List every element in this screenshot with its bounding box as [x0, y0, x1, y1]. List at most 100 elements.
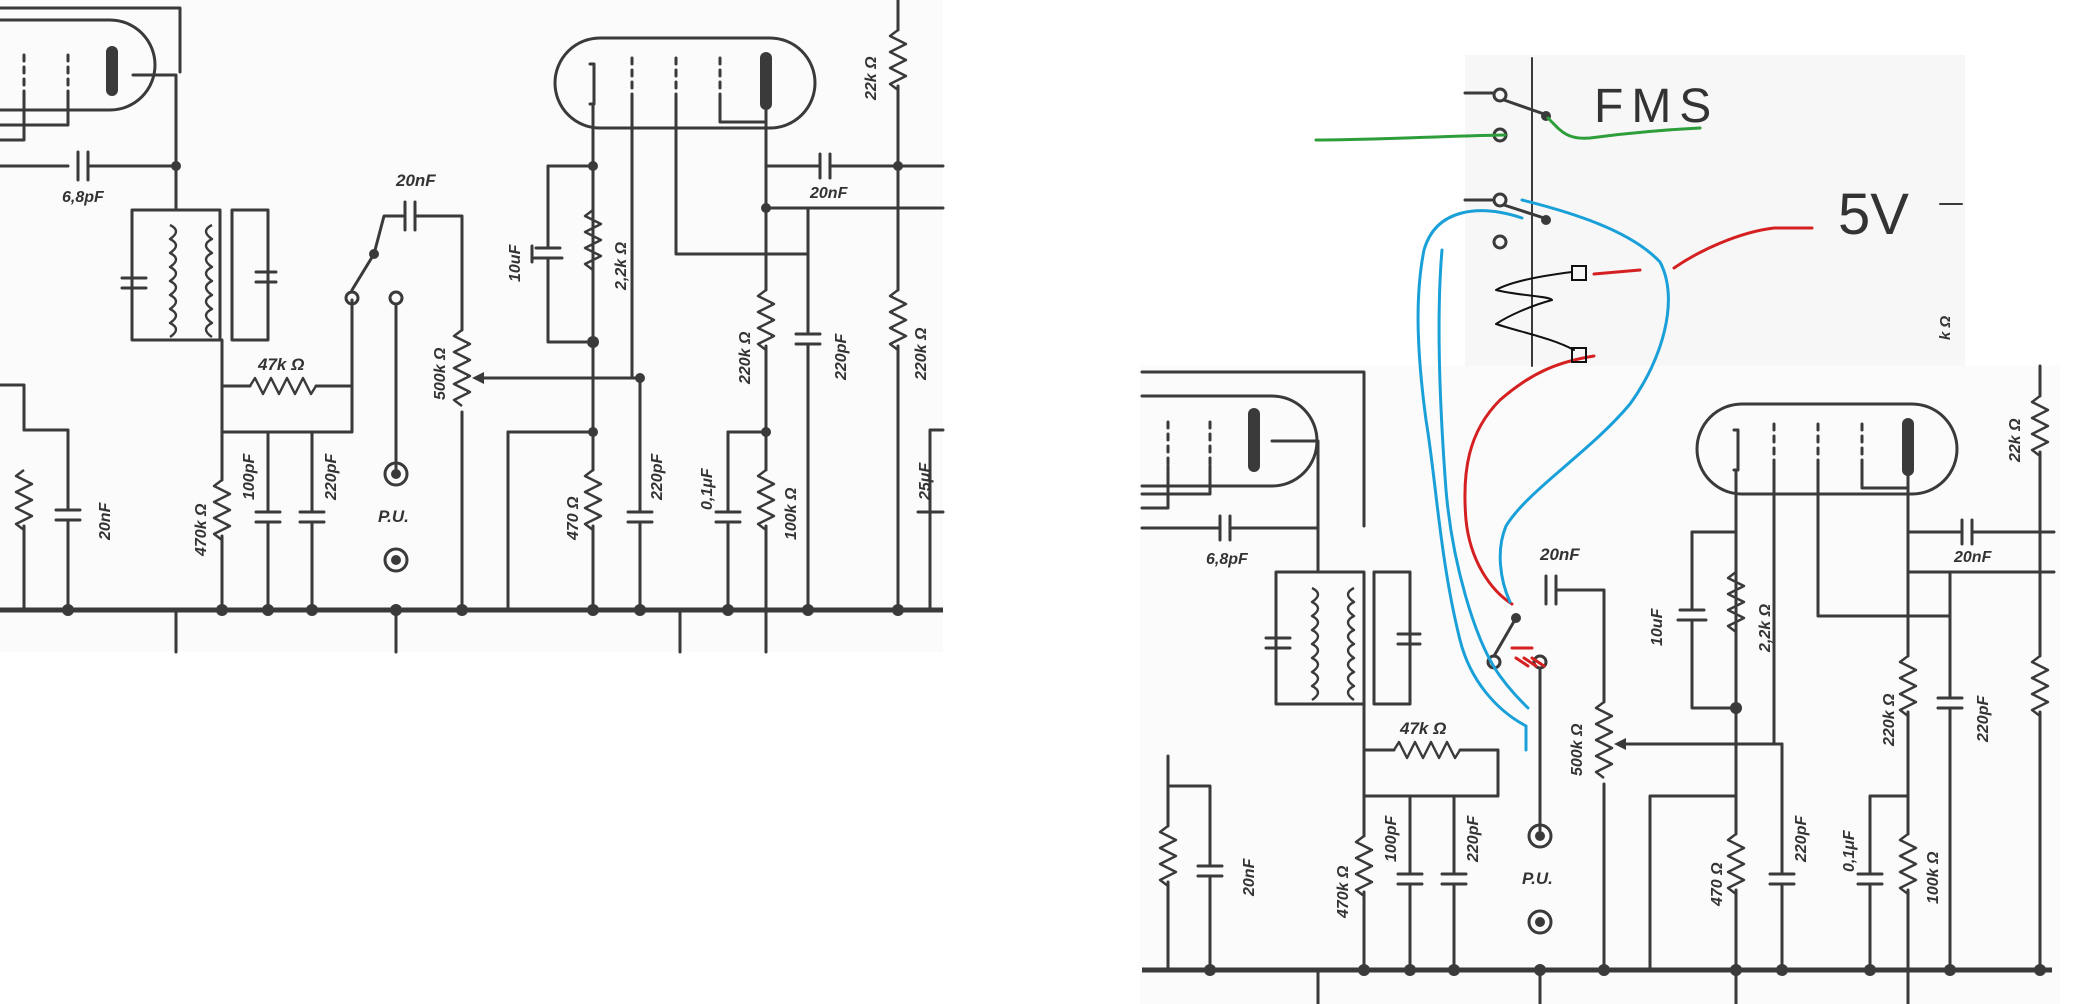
five-volt-annotation: 5V: [1838, 182, 1909, 247]
power-wire-switch-top: [1592, 268, 1642, 276]
r470-body: [583, 469, 603, 531]
m-label-c-220p-b: 220pF: [1465, 815, 1482, 863]
label-r-220k-b: 220k Ω: [913, 327, 930, 381]
label-c-10u: 10uF: [507, 243, 524, 282]
m-grid-feed: [1648, 794, 1738, 972]
modified-schematic: 6,8pF 47k Ω 20nF: [1140, 57, 2056, 1004]
m-pot-wiper-arrow: [1614, 738, 1626, 750]
junction: [588, 161, 598, 171]
c220p-c: [626, 376, 654, 612]
switch-terminal-top: [1571, 265, 1587, 281]
m-label-r-470k: 470k Ω: [1335, 865, 1352, 919]
m-grid2-lead: [1816, 464, 1952, 618]
label-c-220p-b: 220pF: [323, 453, 340, 501]
c10u: [532, 164, 595, 344]
c25u-lead: [928, 428, 945, 612]
r2k2-body: [583, 209, 603, 271]
if-coil-primary: [168, 223, 178, 338]
anode-lead: [131, 73, 178, 212]
m-switch-blade: [1492, 616, 1518, 658]
r47k-body: [248, 376, 318, 396]
junction: [588, 427, 598, 437]
m-r100k-body: [1898, 833, 1918, 895]
m-label-c-6p8: 6,8pF: [1206, 551, 1249, 568]
m-c100p: [1396, 794, 1424, 972]
m-if-cap-b: [1396, 632, 1422, 646]
m-label-r-22k: 22k Ω: [2007, 418, 2024, 463]
if-transformer-box: [130, 208, 222, 342]
pu-jack-bottom-pin: [391, 555, 401, 565]
m-label-c-100p: 100pF: [1383, 815, 1400, 862]
m-left-resistor: [1158, 825, 1178, 887]
tube-right-envelope: [553, 36, 817, 130]
r47k-lead-right: [220, 384, 354, 434]
grid2-lead: [674, 98, 810, 256]
label-c-220p-c: 220pF: [649, 453, 666, 501]
m-switch-pivot: [1511, 613, 1521, 623]
c20n-low: [54, 478, 82, 612]
m-label-c-220p-c: 220pF: [1793, 815, 1810, 863]
c20n-to-pot: [413, 214, 464, 332]
r22k-body: [888, 29, 908, 91]
grid3-lead: [718, 98, 768, 124]
c220p-a: [764, 206, 822, 612]
cathode-bus: [546, 164, 595, 344]
m-c10u: [1676, 530, 1738, 710]
switch-2-blade: [1502, 203, 1546, 220]
label-c-6p8: 6,8pF: [62, 189, 105, 206]
label-c-220p-a: 220pF: [833, 333, 850, 381]
left-rail: [22, 428, 70, 482]
m-label-r-220k: 220k Ω: [1881, 693, 1898, 747]
junction: [171, 161, 181, 171]
m-r220k-body: [1898, 655, 1918, 717]
pot-wiper-arrow: [472, 372, 484, 384]
ground-bus-nodes: [62, 604, 904, 616]
m-label-c-20n-low: 20nF: [1241, 857, 1258, 897]
pu-jack-bottom: [383, 547, 409, 573]
switch-link-wire: [1495, 271, 1575, 351]
c100p: [254, 430, 282, 612]
m-r470-body: [1726, 833, 1746, 895]
m-if-coil-secondary: [1346, 586, 1356, 701]
m-anode-right-lead: [1906, 468, 1962, 534]
hand-annotations: FMS 5V: [1314, 80, 1909, 752]
label-r-100k: 100k Ω: [783, 487, 800, 540]
m-pu-jack-bottom: [1527, 909, 1553, 935]
m-c20n-coupling: [1544, 574, 1606, 704]
power-wire-input: [1672, 226, 1814, 270]
m-tube-left-leads: [1140, 464, 1212, 510]
m-pot-body: [1594, 701, 1614, 779]
power-wire-to-switch: [1463, 354, 1596, 606]
m-label-r-2k2: 2,2k Ω: [1757, 603, 1774, 653]
m-pu-jack-top-pin: [1535, 831, 1545, 841]
m-tube-right-cathode: [1732, 428, 1740, 472]
original-schematic: 6,8pF 47k Ω 20nF: [0, 0, 945, 654]
label-pu: P.U.: [378, 507, 409, 526]
r470k-body: [212, 479, 232, 541]
m-cathode-bus: [1690, 468, 1738, 710]
label-r-22k: 22k Ω: [863, 56, 880, 101]
label-r-470k: 470k Ω: [193, 503, 210, 557]
if-coil-secondary: [204, 223, 214, 338]
m-label-c-20n-coupling: 20nF: [1539, 545, 1580, 564]
pot-500k-body: [452, 329, 472, 407]
label-c-20n-low: 20nF: [97, 501, 114, 541]
tube-left-leads: [0, 93, 70, 142]
m-r2k2-body: [1726, 571, 1746, 633]
tube-left-envelope: [0, 18, 157, 112]
signal-wire-inner-a: [1498, 198, 1670, 604]
switch-detail-background: [1465, 55, 1965, 366]
label-pot-500k: 500k Ω: [432, 347, 449, 400]
m-label-c-10u: 10uF: [1649, 607, 1666, 646]
switch-1-contact-a: [1492, 87, 1508, 103]
m-top-rail: [1140, 370, 1366, 528]
anode-right-lead: [764, 102, 820, 168]
m-r47k-right: [1362, 748, 1500, 798]
switch-2-pivot: [1541, 215, 1551, 225]
m-label-c-0u1: 0,1μF: [1841, 829, 1858, 872]
m-label-pot-500k: 500k Ω: [1569, 723, 1586, 776]
m-right-rail: [1906, 570, 2056, 972]
top-rail-left: [0, 6, 182, 74]
switch-detail: k Ω: [1463, 57, 1963, 367]
m-c20n-low: [1166, 784, 1224, 972]
